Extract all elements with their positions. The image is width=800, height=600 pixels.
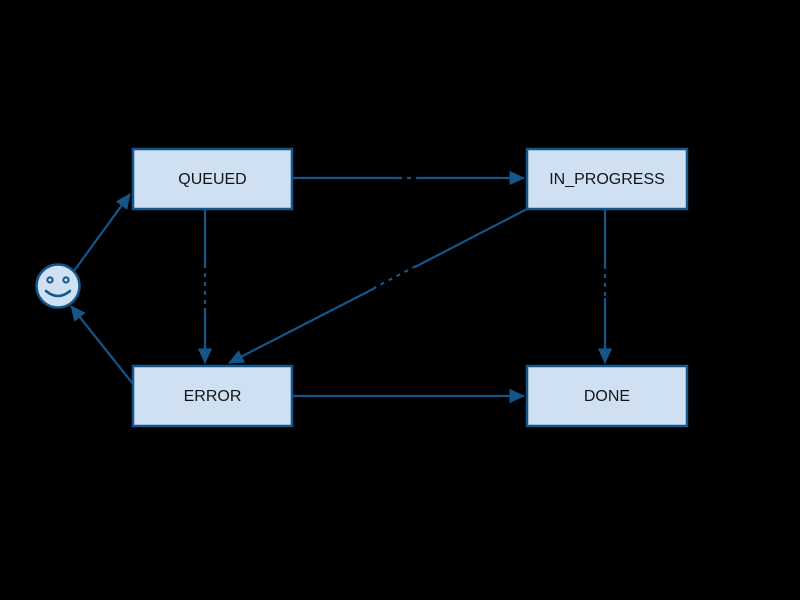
start-node[interactable] — [35, 263, 81, 309]
smiley-face-icon — [35, 263, 81, 309]
state-node-in-progress-label: IN_PROGRESS — [549, 171, 665, 188]
state-node-queued-box — [131, 147, 294, 211]
edge-start-to-queued-line — [73, 193, 131, 272]
state-node-in-progress-box — [525, 147, 689, 211]
state-node-queued[interactable]: QUEUED — [131, 147, 294, 211]
state-node-in-progress[interactable]: IN_PROGRESS — [525, 147, 689, 211]
state-node-error[interactable]: ERROR — [131, 364, 294, 428]
state-node-queued-label: QUEUED — [178, 171, 246, 188]
state-node-error-label: ERROR — [184, 388, 242, 405]
state-node-done-label: DONE — [584, 388, 630, 405]
edge-in-progress-to-error-seg1 — [414, 208, 528, 268]
state-node-done-box — [525, 364, 689, 428]
smiley-left-eye-icon — [46, 276, 54, 284]
edge-error-to-start-line — [70, 305, 134, 385]
edge-in-progress-to-error — [228, 208, 528, 364]
edge-error-to-start — [70, 305, 134, 385]
smiley-right-eye-icon — [62, 276, 70, 284]
edge-in-progress-to-error-seg2 — [228, 287, 376, 364]
state-node-done[interactable]: DONE — [525, 364, 689, 428]
smiley-mouth-icon — [44, 289, 72, 298]
state-node-error-box — [131, 364, 294, 428]
edge-start-to-queued — [73, 193, 131, 272]
edge-in-progress-to-error-dashseg — [373, 265, 417, 289]
